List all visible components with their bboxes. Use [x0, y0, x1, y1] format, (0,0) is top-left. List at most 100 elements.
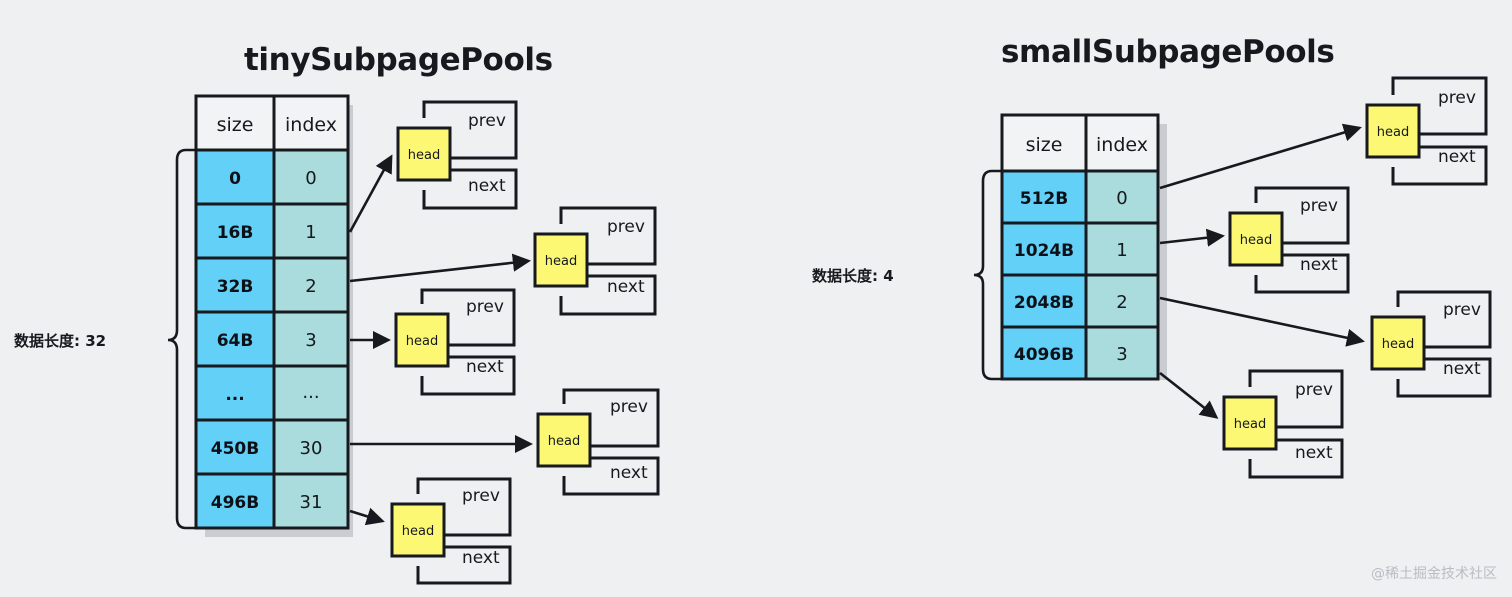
- head-box[interactable]: [533, 232, 589, 288]
- cell-size: 496B: [211, 493, 259, 513]
- prev-label: prev: [1443, 300, 1481, 320]
- head-label: head: [1234, 417, 1266, 432]
- next-label: next: [1300, 255, 1338, 275]
- connector-row-to-head: [1159, 371, 1219, 419]
- table-row[interactable]: 0 0: [194, 148, 350, 206]
- next-label: next: [1295, 443, 1333, 463]
- brace-tiny: [167, 148, 196, 530]
- cell-size: 1024B: [1014, 241, 1074, 261]
- prev-label: prev: [1300, 196, 1338, 216]
- cell-index: 1: [305, 222, 316, 243]
- cell-index: 2: [305, 276, 316, 297]
- next-label: next: [466, 357, 504, 377]
- column-header-size: size: [1026, 134, 1063, 156]
- column-header-index: index: [285, 114, 337, 136]
- linked-list-node[interactable]: head prev next: [536, 388, 660, 496]
- table-row[interactable]: 64B 3: [194, 310, 350, 368]
- next-loop-path: [422, 168, 518, 210]
- connector-row-to-head: [1159, 123, 1362, 190]
- next-label: next: [1438, 147, 1476, 167]
- head-label: head: [408, 148, 440, 163]
- next-label: next: [468, 176, 506, 196]
- linked-list-node[interactable]: head prev next: [533, 206, 657, 316]
- head-box[interactable]: [536, 412, 592, 468]
- table-header-tiny: size index: [194, 94, 350, 152]
- connector-row-to-head: [1159, 296, 1365, 347]
- cell-size: 64B: [217, 331, 254, 351]
- next-label: next: [1443, 359, 1481, 379]
- cell-index: 3: [305, 330, 316, 351]
- prev-loop-path: [562, 388, 660, 448]
- linked-list-node[interactable]: head prev next: [396, 100, 518, 210]
- cell-index: 31: [300, 492, 323, 513]
- connector-row-to-head: [348, 154, 393, 233]
- cell-size: 32B: [217, 277, 254, 297]
- prev-label: prev: [610, 397, 648, 417]
- head-box[interactable]: [394, 312, 450, 368]
- next-loop-path: [420, 355, 516, 396]
- head-box[interactable]: [1228, 211, 1284, 267]
- next-loop-path: [416, 545, 512, 585]
- next-loop-path: [562, 456, 660, 496]
- head-box[interactable]: [396, 126, 452, 182]
- table-row[interactable]: ... ...: [194, 364, 350, 422]
- cell-index: 0: [305, 168, 316, 189]
- prev-loop-path: [1391, 76, 1488, 136]
- head-box[interactable]: [390, 502, 446, 558]
- next-label: next: [462, 548, 500, 568]
- head-box[interactable]: [1222, 395, 1278, 451]
- next-loop-path: [559, 274, 657, 316]
- linked-list-node[interactable]: head prev next: [1365, 76, 1488, 186]
- next-loop-path: [1396, 357, 1492, 398]
- brace-label-tiny: 数据长度: 32: [14, 332, 106, 350]
- head-box[interactable]: [1365, 103, 1421, 159]
- linked-list-node[interactable]: head prev next: [1228, 186, 1350, 294]
- prev-loop-path: [1254, 186, 1350, 245]
- head-label: head: [402, 524, 434, 539]
- connector-row-to-head: [349, 253, 532, 283]
- linked-list-node[interactable]: head prev next: [1222, 369, 1344, 479]
- head-label: head: [1382, 337, 1414, 352]
- linked-list-node[interactable]: head prev next: [394, 288, 516, 396]
- table-row[interactable]: 16B 1: [194, 202, 350, 260]
- head-box[interactable]: [1370, 315, 1426, 371]
- table-row[interactable]: 496B 31: [194, 472, 350, 530]
- cell-index: 3: [1116, 344, 1127, 365]
- head-label: head: [1377, 125, 1409, 140]
- brace-small: [973, 169, 1002, 381]
- column-header-index: index: [1096, 134, 1148, 156]
- table-row[interactable]: 512B 0: [1000, 169, 1160, 225]
- cell-index: 2: [1116, 292, 1127, 313]
- prev-loop-path: [420, 288, 516, 347]
- cell-size: 4096B: [1014, 345, 1074, 365]
- prev-loop-path: [416, 477, 512, 537]
- next-loop-path: [1248, 438, 1344, 479]
- prev-loop-path: [559, 206, 657, 266]
- panel-title-tiny: tinySubpagePools: [244, 42, 553, 78]
- watermark: @稀土掘金技术社区: [1371, 566, 1497, 582]
- head-label: head: [1240, 233, 1272, 248]
- head-label: head: [548, 434, 580, 449]
- cell-index: 30: [300, 438, 323, 459]
- brace-label-small: 数据长度: 4: [812, 267, 894, 285]
- connector-row-to-head: [349, 507, 385, 526]
- prev-label: prev: [1438, 88, 1476, 108]
- table-row[interactable]: 450B 30: [194, 418, 350, 476]
- connector-row-to-head: [1159, 228, 1226, 247]
- linked-list-node[interactable]: head prev next: [1370, 290, 1492, 398]
- head-label: head: [406, 334, 438, 349]
- table-row[interactable]: 4096B 3: [1000, 325, 1160, 381]
- column-header-size: size: [217, 114, 254, 136]
- table-row[interactable]: 2048B 2: [1000, 273, 1160, 329]
- prev-label: prev: [462, 486, 500, 506]
- cell-index: ...: [302, 382, 319, 403]
- cell-size: 16B: [217, 223, 254, 243]
- linked-list-node[interactable]: head prev next: [390, 477, 512, 585]
- prev-label: prev: [466, 297, 504, 317]
- table-row[interactable]: 1024B 1: [1000, 221, 1160, 277]
- cell-index: 1: [1116, 240, 1127, 261]
- head-label: head: [545, 254, 577, 269]
- table-row[interactable]: 32B 2: [194, 256, 350, 314]
- cell-size: 512B: [1020, 189, 1068, 209]
